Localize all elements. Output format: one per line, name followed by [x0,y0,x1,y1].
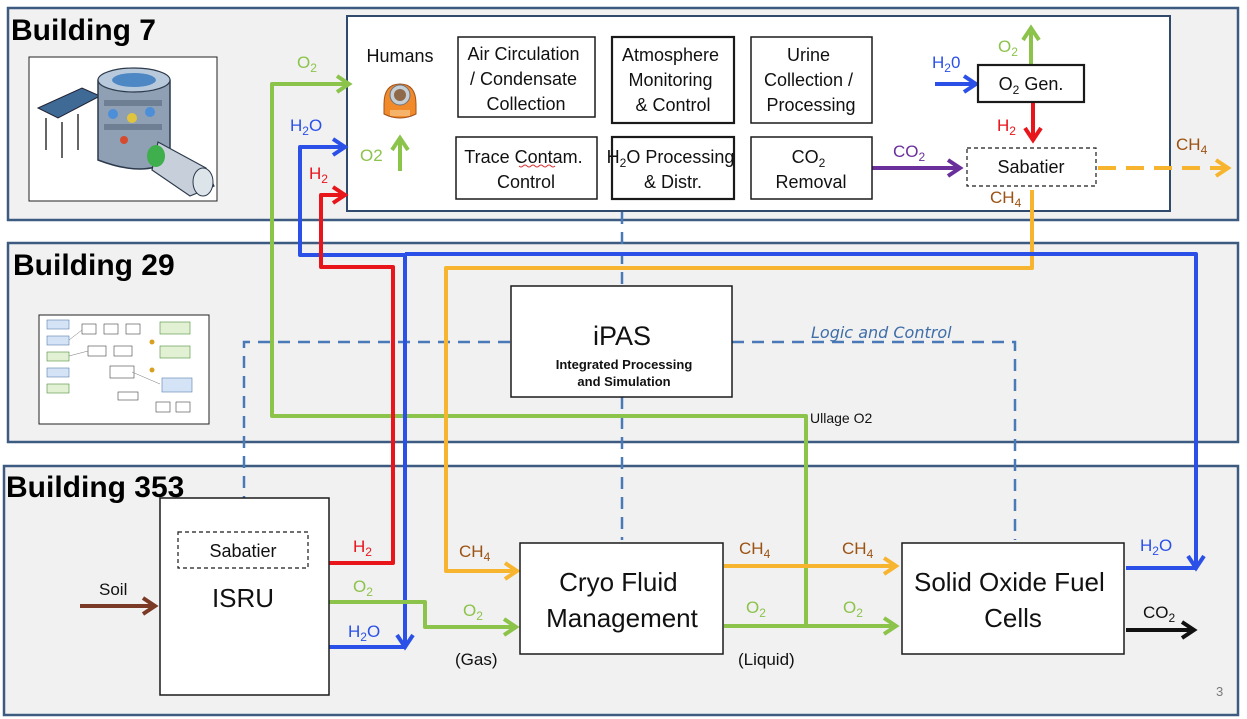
h2o-to-habitat-flow [298,145,407,649]
h2o-habitat-label: H2O [290,116,322,138]
h2-sabatier-label: H2 [997,116,1016,138]
o2-liquid-label: O2 [746,598,766,620]
liquid-label: (Liquid) [738,650,795,669]
solid-oxide-fuel-cells-box: Solid Oxide Fuel Cells [901,542,1125,655]
humans-o2-label: O2 [360,146,383,165]
svg-text:ISRU: ISRU [212,583,274,613]
svg-text:Trace Contam. Control: Trace Contam. Control [464,147,587,192]
ch4-cryo-out-label: CH4 [739,539,771,561]
ipas-box: iPAS Integrated Processing and Simulatio… [510,285,733,398]
ch4-sofc-in-label: CH4 [842,539,874,561]
trace-contam-box: Trace Contam. Control [455,136,598,200]
h2o-o2gen-label: H20 [932,53,960,75]
building-29-title: Building 29 [13,249,175,282]
ch4-vent-label: CH4 [1176,135,1208,157]
svg-text:Sabatier: Sabatier [997,157,1064,177]
ullage-o2-label: Ullage O2 [810,410,872,426]
astronaut-icon [383,83,417,119]
svg-text:CO2 Removal: CO2 Removal [775,147,846,192]
ipas-control-links [242,212,1017,540]
svg-text:O2 Gen.: O2 Gen. [999,74,1064,97]
o2-gas-label: O2 [463,601,483,623]
air-circulation-box: Air Circulation / Condensate Collection [457,36,596,118]
flow-arrowheads [141,24,1232,651]
h2-to-habitat-flow [319,193,395,565]
urine-processing-box: Urine Collection / Processing [750,36,873,124]
ch4-return-flow [444,190,1034,573]
svg-text:Urine Collection /: Urine Collection / Processing [764,45,858,115]
co2-sabatier-label: CO2 [893,142,926,164]
isru-box: Sabatier ISRU [159,497,330,696]
svg-text:iPAS: iPAS [593,321,651,351]
page-number: 3 [1216,684,1223,699]
building-353-title: Building 353 [6,471,184,504]
h2-habitat-label: H2 [309,164,328,186]
svg-text:Atmosphere Monitoring: Atmosphere Monitoring & Control [622,45,724,115]
isru-o2-to-cryo-flow [329,600,516,629]
h2o-isru-label: H2O [348,622,380,644]
h2o-sofc-out-label: H2O [1140,536,1172,558]
h2-isru-label: H2 [353,537,372,559]
logic-and-control-label: Logic and Control [811,323,952,342]
soil-label: Soil [99,580,127,599]
o2-output-label: O2 [998,37,1018,59]
cryo-fluid-management-box: Cryo Fluid Management [519,542,724,655]
svg-text:Solid Oxide Fuel Cells: Solid Oxide Fuel Cells [914,567,1112,633]
h2o-from-fuel-cells-flow [405,252,1198,570]
gas-label: (Gas) [455,650,498,669]
ch4-sabatier-out-label: CH4 [990,188,1022,210]
humans-label: Humans [366,46,433,66]
svg-text:and Simulation: and Simulation [577,374,670,389]
habitat-module-image [28,56,218,202]
svg-text:Sabatier: Sabatier [209,541,276,561]
svg-text:Cryo Fluid Management: Cryo Fluid Management [546,567,699,633]
svg-text:Air Circulation / Conden: Air Circulation / Condensate Collection [467,44,584,114]
sabatier-reactor-box: Sabatier [966,147,1097,187]
building-7-title: Building 7 [11,14,156,47]
ullage-o2-flow [270,82,808,626]
o2-generator-box: O2 Gen. [976,63,1086,104]
o2-habitat-label: O2 [297,53,317,75]
h2o-processing-box: H2O Processing & Distr. [607,135,740,201]
svg-text:Integrated Processing: Integrated Processing [556,357,693,372]
atmosphere-monitoring-box: Atmosphere Monitoring & Control [610,35,736,125]
building-29-schematic-thumbnail [38,314,210,425]
ch4-cryo-in-label: CH4 [459,542,491,564]
o2-isru-label: O2 [353,577,373,599]
co2-exhaust-label: CO2 [1143,603,1176,625]
svg-text:H2O Processing & Distr.: H2O Processing & Distr. [607,147,740,192]
o2-sofc-in-label: O2 [843,598,863,620]
co2-removal-box: CO2 Removal [750,136,873,200]
